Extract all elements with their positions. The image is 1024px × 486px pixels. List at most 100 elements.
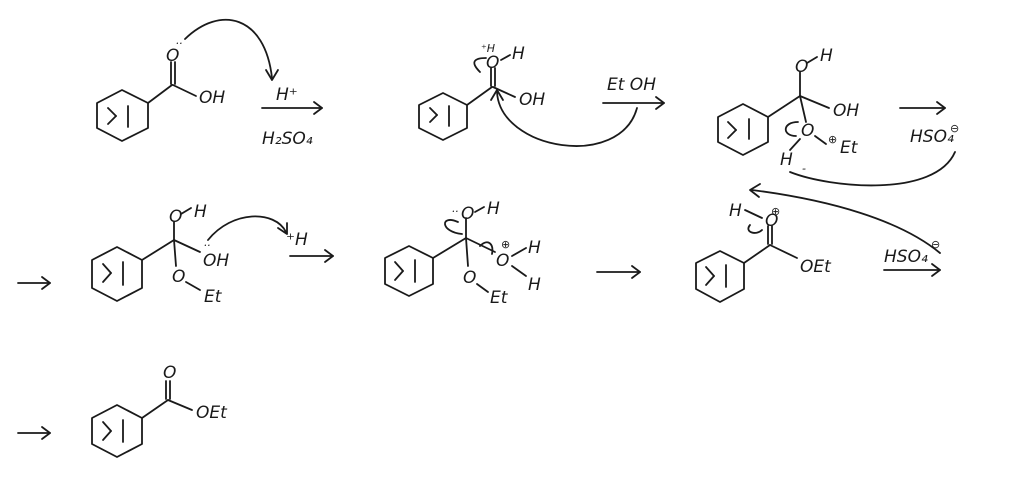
ring-inner-mark xyxy=(727,129,737,139)
ring-inner-mark xyxy=(107,115,117,125)
bisulfate-label: HSO₄ xyxy=(910,127,954,147)
curved-arrow-head xyxy=(749,183,761,198)
c-oet-bond xyxy=(769,244,798,259)
reaction-arrow-4-head xyxy=(41,276,51,290)
ring-inner-mark xyxy=(107,107,117,117)
ethyl-label: Et xyxy=(490,288,509,308)
o-h-bond xyxy=(806,56,818,64)
oxygen-label: O xyxy=(461,204,474,224)
proton-label: H⁺ xyxy=(276,85,298,105)
structure-tetrahedral-neutral: O H OH .. O Et xyxy=(91,202,229,307)
ethoxy-label: OEt xyxy=(800,257,832,277)
reaction-arrow-1-head xyxy=(313,101,323,115)
o-h-bond xyxy=(511,247,527,257)
c-o-down-bond xyxy=(173,239,177,267)
ring-to-carbonyl-bond xyxy=(147,84,173,104)
hydrogen-label: H xyxy=(780,150,793,170)
structure-protonated-acid: O ⁺H H OH xyxy=(418,42,545,141)
o-h-bond xyxy=(180,207,192,215)
reaction-arrow-5-head xyxy=(324,249,334,263)
structure-protonated-ester: O ⊕ H OEt xyxy=(695,201,832,303)
oxonium-oxygen-label: O xyxy=(486,53,499,73)
curved-arrow-to-proton xyxy=(184,18,273,79)
sulfuric-acid-label: H₂SO₄ xyxy=(262,129,313,149)
lone-pair-dots: .. xyxy=(176,34,183,47)
hydroxyl-label: OH xyxy=(199,88,225,108)
hydrogen-label: H xyxy=(729,201,742,221)
ethanol-label: Et OH xyxy=(607,75,656,95)
c-oh-bond xyxy=(172,84,197,97)
benzene-ring xyxy=(695,250,745,303)
curved-arrow-head xyxy=(265,69,279,81)
curved-arrow-to-proton xyxy=(207,215,287,241)
curved-arrow-deprotonation xyxy=(751,189,941,254)
ring-to-carbon-bond xyxy=(767,95,801,118)
electron-push-arrow xyxy=(444,219,463,235)
ring-inner-mark xyxy=(102,272,112,283)
ring-inner-mark xyxy=(705,275,715,286)
hydrogen-label: H xyxy=(512,44,525,64)
o-h-bond xyxy=(474,206,485,213)
c-oh-bond xyxy=(173,239,201,253)
oxonium-oxygen-label: O xyxy=(765,211,778,231)
ring-inner-mark xyxy=(394,270,404,281)
c-oh-bond xyxy=(799,95,830,109)
plus-charge-label: ⊕ xyxy=(501,238,510,251)
hydroxyl-label: OH xyxy=(203,251,229,271)
plus-charge-label: ⊕ xyxy=(828,133,837,146)
c-oet-bond xyxy=(167,399,193,411)
oxygen-label: O xyxy=(463,268,476,288)
ring-to-carbonyl-bond xyxy=(743,244,771,264)
hydrogen-label: H xyxy=(820,46,833,66)
ring-inner-mark xyxy=(394,261,404,272)
reaction-arrow-3-head xyxy=(936,101,946,115)
hydrogen-label: H xyxy=(487,199,500,219)
ring-inner-mark xyxy=(102,263,112,274)
minus-charge-label: ⊖ xyxy=(950,122,959,135)
lone-pair-dots: .. xyxy=(204,236,211,249)
curved-arrow-ethanol-attack xyxy=(496,91,638,147)
ring-inner-mark xyxy=(102,421,112,432)
oxygen-label: O xyxy=(496,251,509,271)
hydrogen-label: H xyxy=(528,238,541,258)
o-et-bond xyxy=(814,135,827,145)
oxygen-label: O xyxy=(795,57,808,77)
ring-to-carbon-bond xyxy=(432,237,467,259)
hydroxyl-label: OH xyxy=(519,90,545,110)
ring-inner-mark xyxy=(102,430,112,441)
benzene-ring xyxy=(418,92,468,141)
electron-push-arrow xyxy=(473,57,487,73)
curved-arrow-head xyxy=(277,222,288,235)
curved-arrow-head xyxy=(490,89,504,101)
oxygen-label: O xyxy=(172,267,185,287)
o-h-bond xyxy=(511,265,527,277)
c-o-down-bond xyxy=(465,237,469,267)
o-et-bond xyxy=(185,281,201,291)
ring-inner-mark xyxy=(429,114,438,123)
hydrogen-label: H xyxy=(528,275,541,295)
structure-water-leaving-group: O .. H O ⊕ H H O Et xyxy=(384,199,541,308)
benzene-ring xyxy=(384,245,434,297)
ethyl-label: Et xyxy=(840,138,859,158)
curved-arrow-deprotonation xyxy=(789,151,956,187)
reaction-arrow-8-head xyxy=(41,426,51,440)
hydrogen-label: H xyxy=(194,202,207,222)
ring-inner-mark xyxy=(705,266,715,277)
benzene-ring xyxy=(717,103,769,156)
o-et-bond xyxy=(476,283,489,293)
benzene-ring xyxy=(91,246,143,302)
lone-pair-dots: .. xyxy=(452,202,459,215)
o-h-bond xyxy=(500,54,511,61)
benzene-ring xyxy=(91,404,143,458)
h-o-bond xyxy=(744,209,763,219)
o-h-bond xyxy=(789,138,801,151)
ring-to-carbon-bond xyxy=(466,86,493,106)
electron-push-arrow xyxy=(479,241,494,255)
ring-to-carbon-bond xyxy=(141,239,175,261)
c-oh-bond xyxy=(492,86,516,98)
oxygen-label: O xyxy=(169,207,182,227)
ring-inner-mark xyxy=(727,121,737,131)
electron-push-arrow xyxy=(747,224,763,234)
